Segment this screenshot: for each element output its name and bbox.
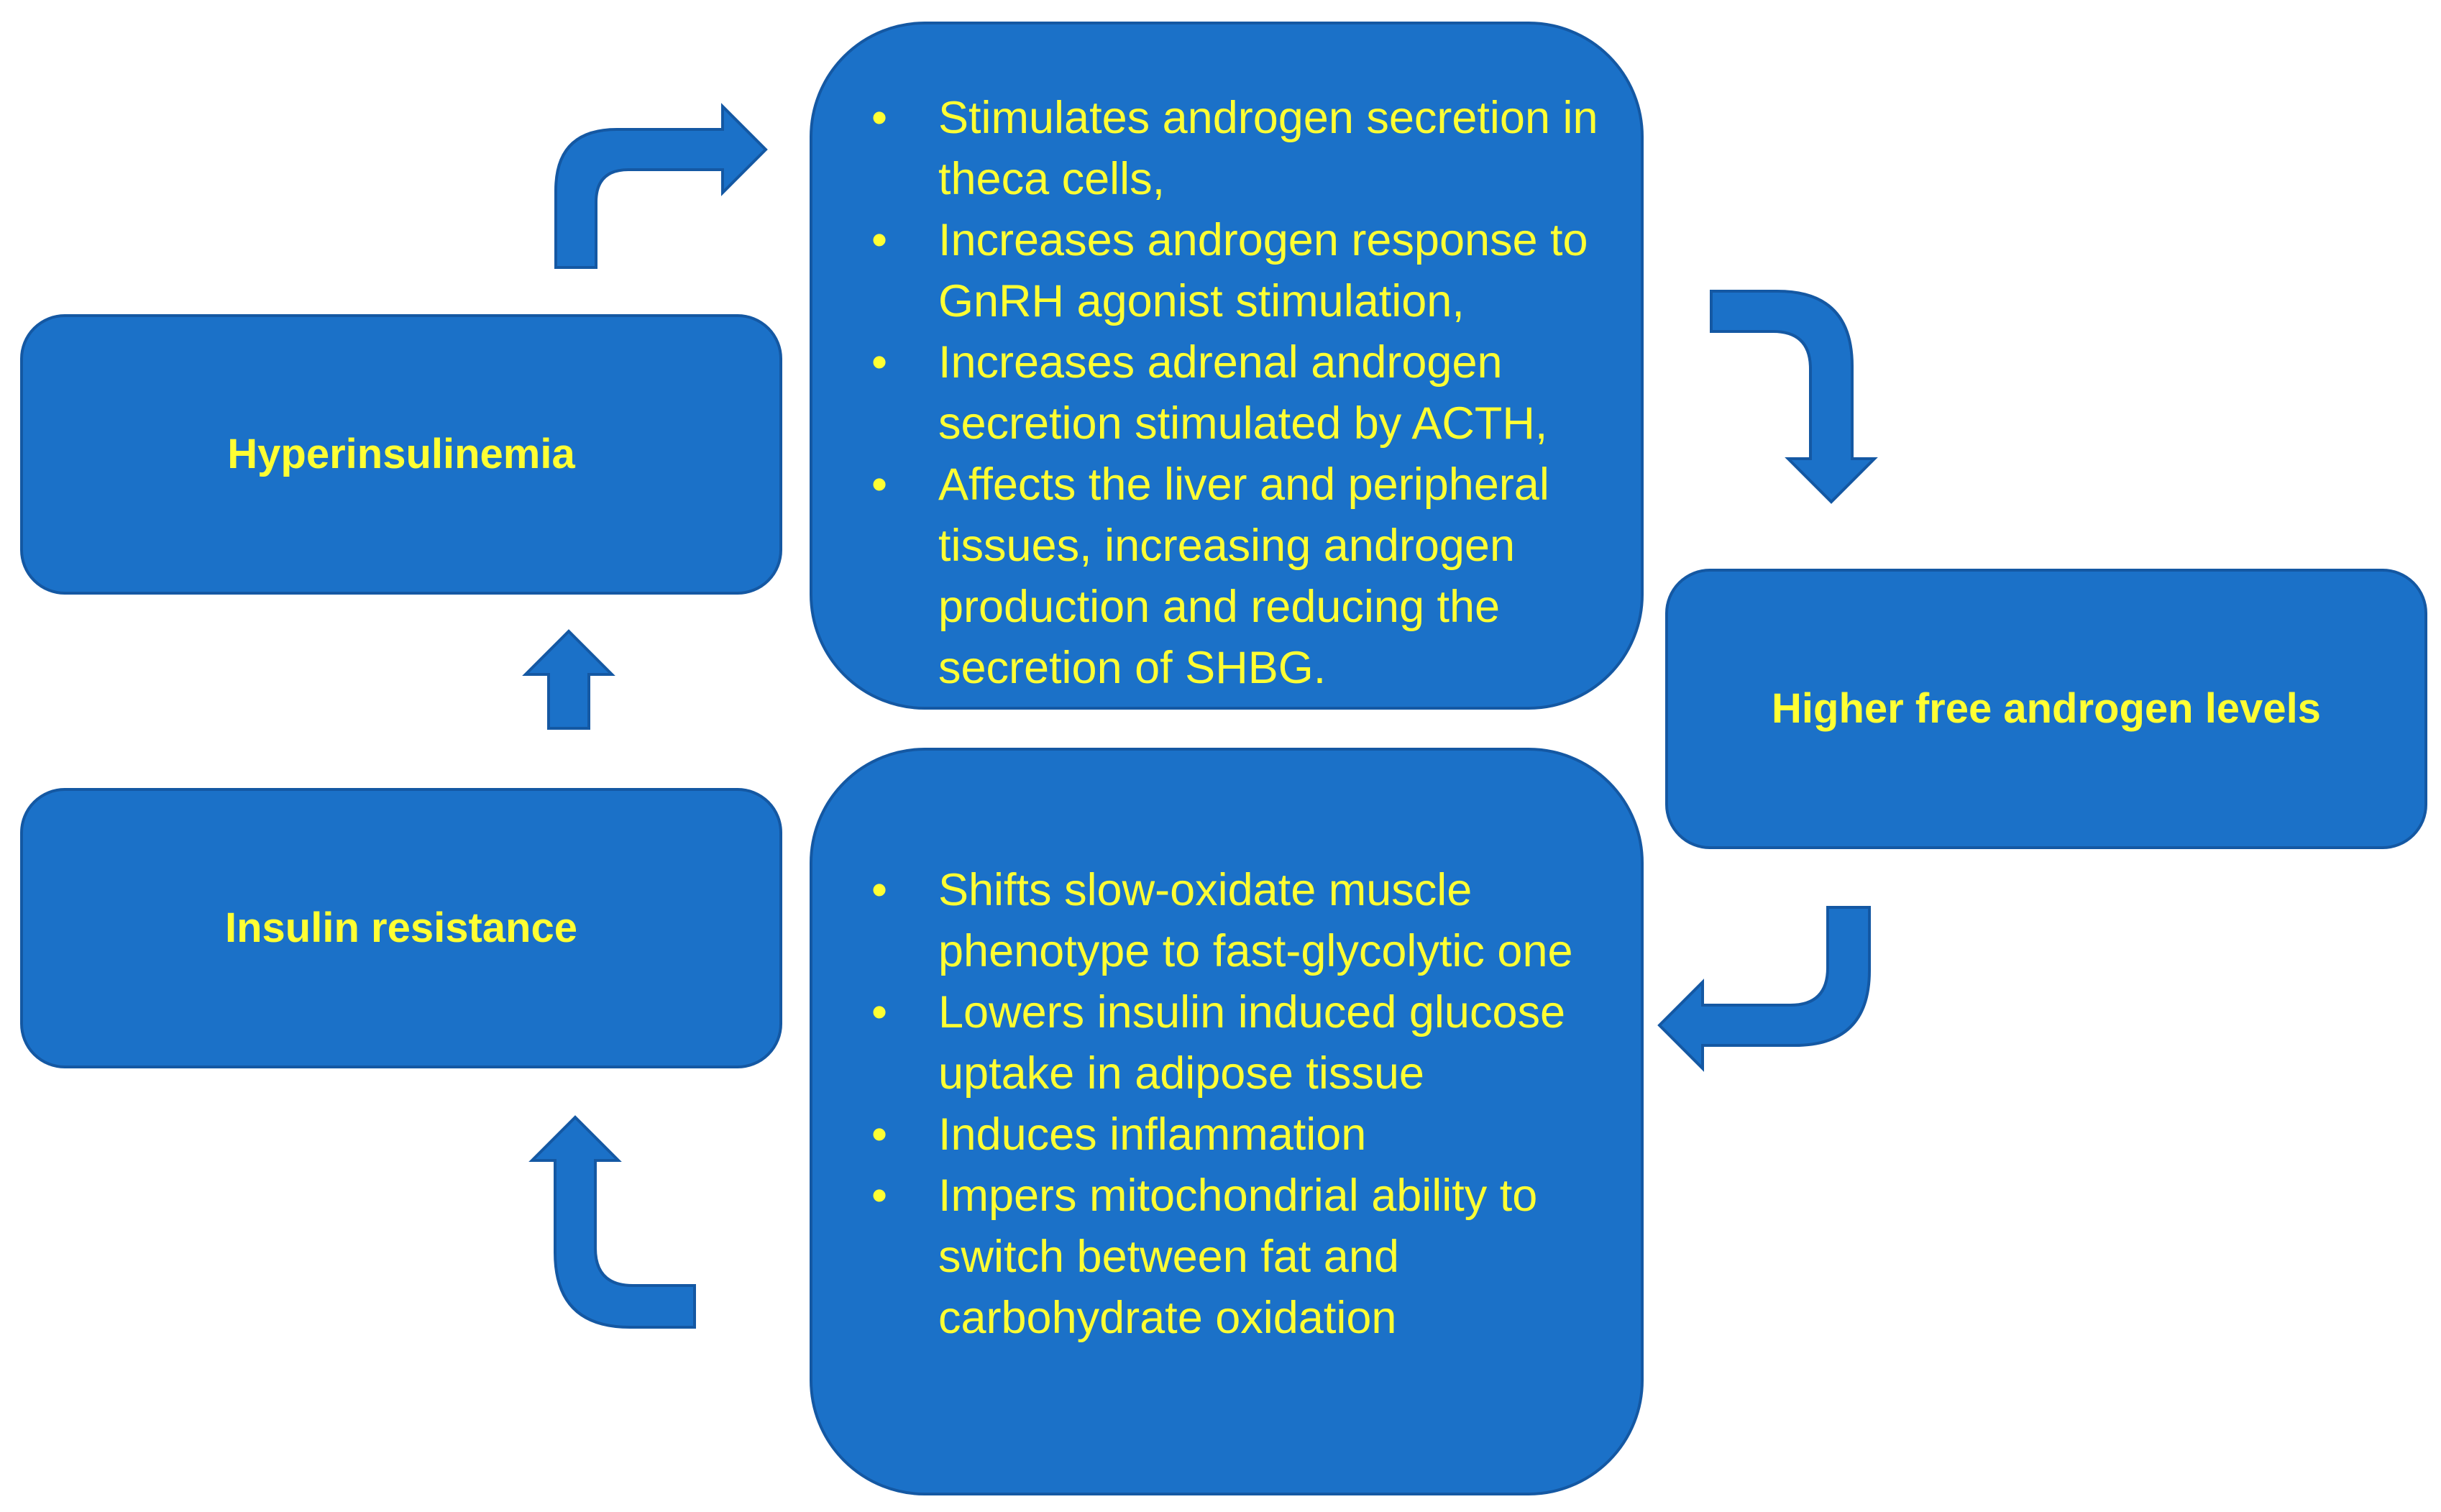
arrow-insulin-resistance-to-hyperinsulinemia [522,629,615,730]
effect-item: Shifts slow-oxidate muscle phenotype to … [812,860,1625,982]
arrow-hyperinsulinemia-to-effects [554,103,768,269]
insulin-resistance-node: Insulin resistance [20,788,782,1068]
effect-item: Induces inflammation [812,1104,1625,1165]
androgen-effects-box: Shifts slow-oxidate muscle phenotype to … [810,748,1644,1495]
effect-item: Stimulates androgen secretion in theca c… [812,88,1625,210]
effect-item: Increases adrenal androgen secretion sti… [812,332,1625,454]
effect-item: Impers mitochondrial ability to switch b… [812,1165,1625,1349]
arrow-effects-to-androgen [1710,290,1878,504]
higher-androgen-node: Higher free androgen levels [1665,569,2427,849]
arrow-effects-to-insulin-resistance [528,1115,696,1329]
insulin-resistance-label: Insulin resistance [225,904,577,952]
hyperinsulinemia-effects-box: Stimulates androgen secretion in theca c… [810,22,1644,710]
effect-item: Lowers insulin induced glucose uptake in… [812,982,1625,1104]
effect-item: Affects the liver and peripheral tissues… [812,454,1625,699]
effect-item: Increases androgen response to GnRH agon… [812,210,1625,332]
hyperinsulinemia-node: Hyperinsulinemia [20,314,782,595]
hyperinsulinemia-label: Hyperinsulinemia [227,431,575,478]
higher-androgen-label: Higher free androgen levels [1772,685,2321,733]
androgen-effects-list: Shifts slow-oxidate muscle phenotype to … [812,860,1625,1349]
arrow-androgen-to-effects [1657,906,1871,1072]
hyperinsulinemia-effects-list: Stimulates androgen secretion in theca c… [812,88,1625,699]
